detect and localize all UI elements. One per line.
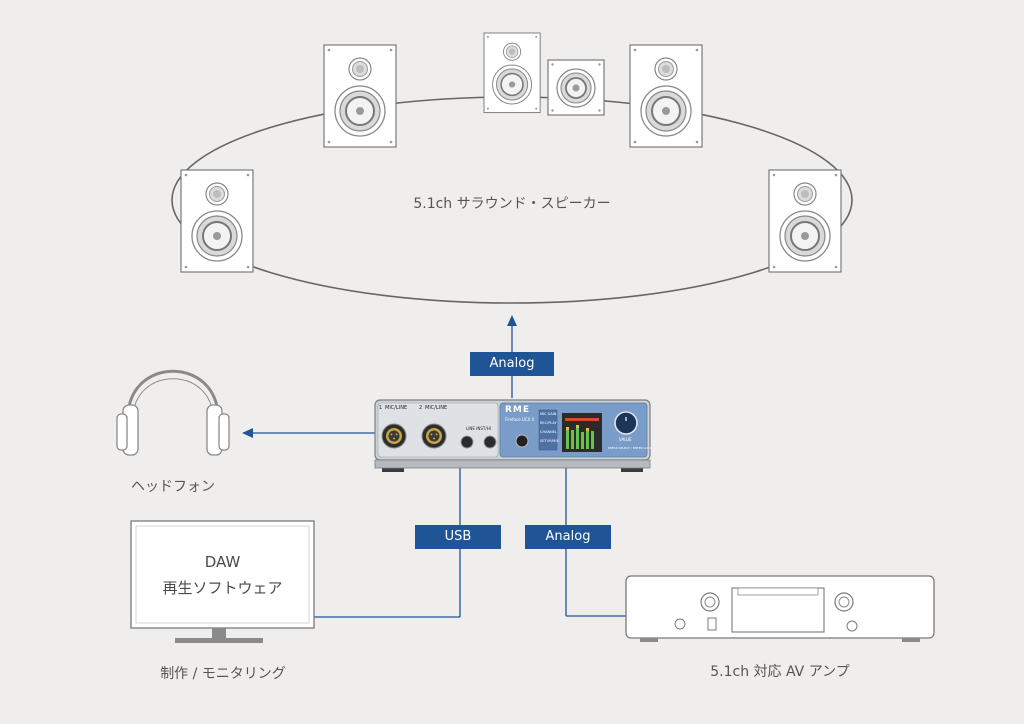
- input-jack-1[interactable]: [381, 423, 407, 449]
- monitor-screen-line1: DAW: [204, 553, 241, 571]
- monitor: [130, 520, 315, 643]
- speaker-center-left: [483, 32, 541, 114]
- headphone-jack[interactable]: [515, 434, 529, 448]
- speaker-surround-right: [768, 169, 842, 273]
- interface-model: Fireface UCX II: [505, 417, 535, 422]
- interface-knob-sub-label: PRESS SELECT / ENTER LOCK: [608, 446, 652, 450]
- connection-tag-usb: USB: [415, 525, 501, 549]
- interface-line-out-label: LINE INST/HI: [466, 426, 491, 431]
- speaker-front-right: [629, 44, 703, 148]
- connection-tag-analog-bottom: Analog: [525, 525, 611, 549]
- speaker-subwoofer: [547, 59, 605, 116]
- line-out-jack-2[interactable]: [483, 435, 497, 449]
- arrow-left-icon: [242, 428, 253, 438]
- headphones-label: ヘッドフォン: [131, 479, 215, 495]
- interface-input-label-1: MIC/LINE: [385, 405, 408, 411]
- interface-brand-logo: RME: [505, 405, 531, 415]
- av-amplifier: [625, 575, 935, 642]
- connection-tag-analog-top: Analog: [470, 352, 554, 376]
- interface-input-label-2: MIC/LINE: [425, 405, 448, 411]
- monitor-screen-line2: 再生ソフトウェア: [162, 579, 283, 597]
- input-jack-2[interactable]: [421, 423, 447, 449]
- audio-interface: [374, 399, 651, 472]
- amp-caption: 5.1ch 対応 AV アンプ: [710, 664, 850, 680]
- interface-menu-item-4: SETUP/MIX: [540, 439, 559, 443]
- line-out-jack-1[interactable]: [460, 435, 474, 449]
- arrow-up-icon: [507, 315, 517, 326]
- interface-menu-item-3: CHANNEL: [540, 430, 557, 434]
- interface-menu-item-2: REC/PLAY: [540, 421, 557, 425]
- monitor-caption: 制作 / モニタリング: [160, 666, 286, 682]
- speakers-label: 5.1ch サラウンド・スピーカー: [413, 196, 611, 212]
- value-knob[interactable]: [614, 411, 638, 435]
- interface-value-label: VALUE: [619, 437, 632, 442]
- interface-input-number-1: 1: [379, 405, 383, 411]
- speaker-surround-left: [180, 169, 254, 273]
- interface-menu-item-1: MIC GAIN: [540, 412, 557, 416]
- headphones-icon: [116, 369, 230, 456]
- speaker-front-left: [323, 44, 397, 148]
- interface-input-number-2: 2: [419, 405, 423, 411]
